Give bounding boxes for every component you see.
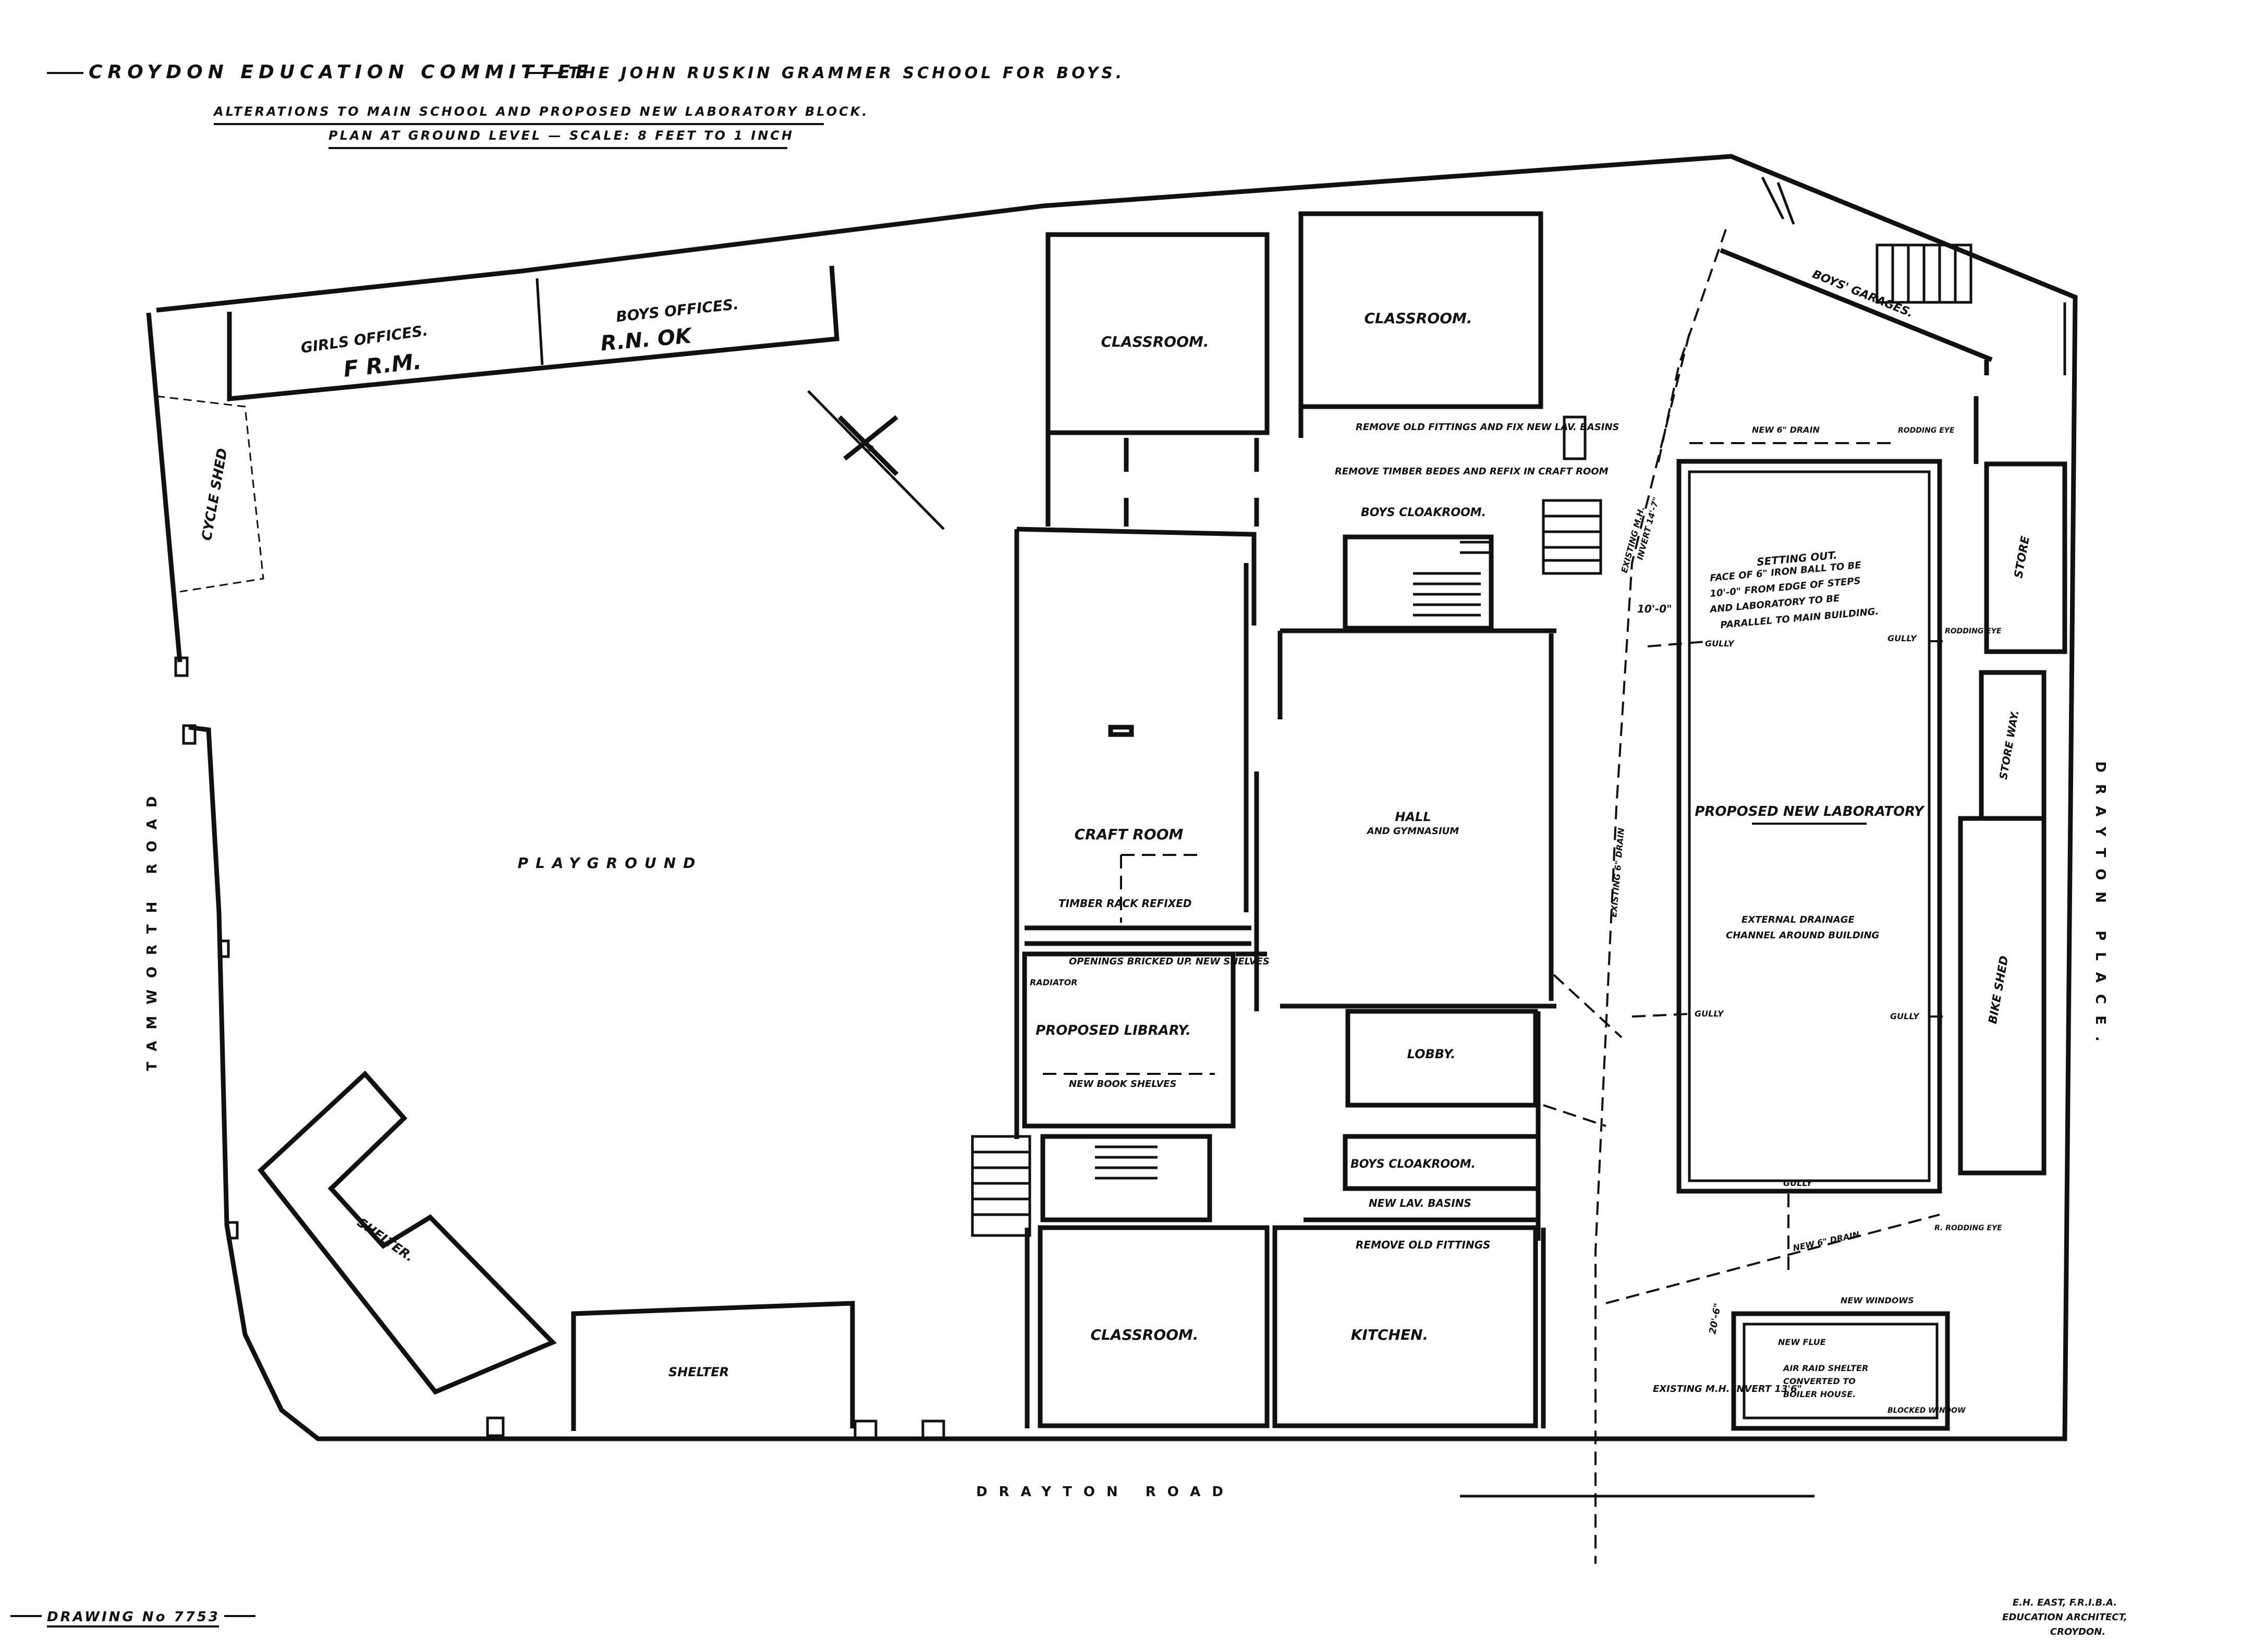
note-air-raid-2: CONVERTED TO xyxy=(1783,1376,1856,1386)
note-new-windows: NEW WINDOWS xyxy=(1841,1295,1914,1305)
store-way-label: STORE WAY. xyxy=(1997,709,2021,781)
note-dim-206: 20'-6" xyxy=(1707,1302,1723,1335)
note-drainage-2: CHANNEL AROUND BUILDING xyxy=(1726,930,1879,941)
drainage-lines xyxy=(1460,229,1950,1564)
title-line2: ALTERATIONS TO MAIN SCHOOL AND PROPOSED … xyxy=(213,104,869,119)
note-new-drain-bottom: NEW 6" DRAIN xyxy=(1792,1229,1861,1253)
stair-treads-bottom xyxy=(1095,1145,1158,1180)
drawing-number: DRAWING No 7753 xyxy=(47,1609,220,1625)
kitchen-label: KITCHEN. xyxy=(1351,1326,1428,1343)
note-level-10: 10'-0" xyxy=(1637,603,1672,615)
shelter-1-label: SHELTER. xyxy=(355,1215,417,1265)
note-new-flue: NEW FLUE xyxy=(1778,1337,1826,1347)
boys-offices-label: BOYS OFFICES. xyxy=(615,296,739,326)
boys-cloakroom-2-label: BOYS CLOAKROOM. xyxy=(1350,1158,1476,1171)
east-outbuildings: STORE STORE WAY. BIKE SHED xyxy=(1958,396,2067,1176)
architect-line2: EDUCATION ARCHITECT, xyxy=(2002,1612,2127,1623)
note-remove-timber: REMOVE TIMBER BEDES AND REFIX IN CRAFT R… xyxy=(1335,466,1609,477)
title-line1-left: CROYDON EDUCATION COMMITTEE xyxy=(89,62,593,83)
lobby-label: LOBBY. xyxy=(1407,1047,1456,1061)
hall-sub-label: AND GYMNASIUM xyxy=(1366,826,1459,837)
stair-treads-top xyxy=(1413,541,1491,617)
architect-line3: CROYDON. xyxy=(2050,1626,2105,1637)
boiler-house: NEW WINDOWS NEW FLUE AIR RAID SHELTER CO… xyxy=(1731,1295,1966,1431)
note-remove-old-fittings-bottom: REMOVE OLD FITTINGS xyxy=(1356,1239,1491,1251)
tamworth-road-label: TAMWORTH ROAD xyxy=(144,785,160,1071)
proposed-laboratory-label: PROPOSED NEW LABORATORY xyxy=(1695,804,1925,819)
classroom-2-label: CLASSROOM. xyxy=(1364,310,1472,327)
shelter-2: SHELTER xyxy=(571,1301,855,1431)
note-rodding-3: R. RODDING EYE xyxy=(1934,1224,2002,1232)
note-gully-1: GULLY xyxy=(1705,639,1735,648)
craft-room-label: CRAFT ROOM xyxy=(1075,826,1184,843)
shelter-1: SHELTER. xyxy=(257,1070,557,1395)
hand-note-1: F R.M. xyxy=(342,348,422,382)
note-remove-old-fittings-top: REMOVE OLD FITTINGS AND FIX NEW LAV. BAS… xyxy=(1356,422,1619,433)
note-new-book-shelves: NEW BOOK SHELVES xyxy=(1069,1079,1177,1090)
note-gully-4: GULLY xyxy=(1890,1011,1920,1021)
drayton-place-label: DRAYTON PLACE. xyxy=(2092,761,2108,1053)
classroom-3-label: CLASSROOM. xyxy=(1090,1326,1198,1343)
note-rodding-2: RODDING EYE xyxy=(1945,627,2002,635)
classroom-1-label: CLASSROOM. xyxy=(1101,333,1209,350)
architect-line1: E.H. EAST, F.R.I.B.A. xyxy=(2013,1597,2117,1608)
boys-garages: BOYS' GARAGES. xyxy=(1720,176,2066,375)
note-gully-5: GULLY xyxy=(1783,1178,1813,1188)
footer: DRAWING No 7753 E.H. EAST, F.R.I.B.A. ED… xyxy=(10,1597,2127,1637)
note-openings: OPENINGS BRICKED UP. NEW SHELVES xyxy=(1069,956,1270,967)
note-gully-3: GULLY xyxy=(1887,633,1917,643)
bike-shed-label: BIKE SHED xyxy=(1987,955,2012,1025)
title-block: CROYDON EDUCATION COMMITTEE THE JOHN RUS… xyxy=(47,62,1125,149)
note-air-raid-3: BOILER HOUSE. xyxy=(1783,1389,1856,1399)
note-timber-rack: TIMBER RACK REFIXED xyxy=(1058,897,1192,910)
north-arrow-icon xyxy=(807,390,945,530)
store-label: STORE xyxy=(2012,535,2032,580)
note-new-drain-top: NEW 6" DRAIN xyxy=(1752,425,1820,435)
offices-block: GIRLS OFFICES. F R.M. BOYS OFFICES. R.N.… xyxy=(227,265,839,401)
proposed-laboratory: PROPOSED NEW LABORATORY EXTERNAL DRAINAG… xyxy=(1676,459,1942,1194)
drayton-road-label: DRAYTON ROAD xyxy=(976,1484,1235,1500)
note-existing-drain: EXISTING 6" DRAIN xyxy=(1609,827,1626,918)
note-existing-mh-bottom: EXISTING M.H. INVERT 13'6" xyxy=(1653,1384,1802,1394)
note-new-lav-basins: NEW LAV. BASINS xyxy=(1369,1197,1471,1209)
site-boundary xyxy=(146,154,2078,1441)
note-drainage-1: EXTERNAL DRAINAGE xyxy=(1741,914,1855,925)
title-line1-right: THE JOHN RUSKIN GRAMMER SCHOOL FOR BOYS. xyxy=(568,64,1125,82)
cycle-shed-label: CYCLE SHED xyxy=(199,447,231,542)
hall-label: HALL xyxy=(1395,810,1431,824)
note-rodding-1: RODDING EYE xyxy=(1898,426,1955,435)
entrance-steps-bottom xyxy=(971,1135,1031,1237)
setting-out-note: SETTING OUT. FACE OF 6" IRON BALL TO BE … xyxy=(1709,549,1879,631)
proposed-library-label: PROPOSED LIBRARY. xyxy=(1036,1023,1191,1038)
main-school-building xyxy=(971,211,1602,1428)
note-blocked-window: BLOCKED WINDOW xyxy=(1887,1406,1966,1415)
boys-cloakroom-1-label: BOYS CLOAKROOM. xyxy=(1361,506,1486,519)
note-air-raid-1: AIR RAID SHELTER xyxy=(1782,1363,1868,1373)
note-radiator: RADIATOR xyxy=(1030,977,1078,987)
entrance-steps-top xyxy=(1542,415,1602,575)
title-line3: PLAN AT GROUND LEVEL — SCALE: 8 FEET TO … xyxy=(328,128,794,143)
note-gully-2: GULLY xyxy=(1695,1009,1724,1019)
hand-note-2: R.N. OK xyxy=(600,324,694,356)
shelter-2-label: SHELTER xyxy=(668,1365,729,1379)
playground-label: PLAYGROUND xyxy=(518,854,703,872)
